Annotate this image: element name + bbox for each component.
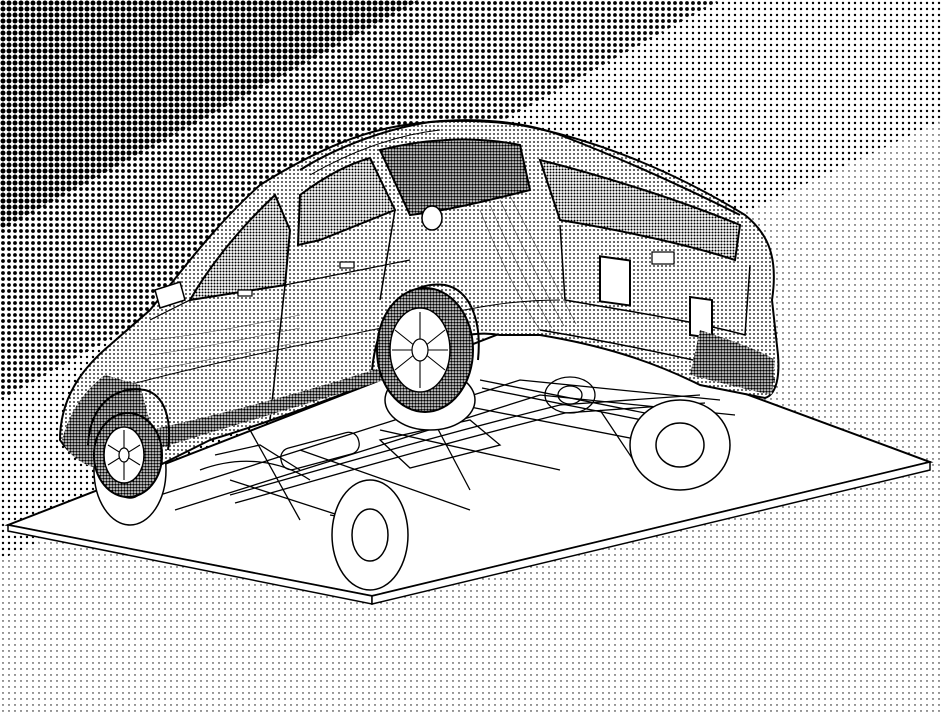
tail-light-left — [599, 255, 631, 307]
wheel-front-right-under — [331, 479, 409, 591]
door-handle-front — [237, 289, 253, 297]
body-wheels — [87, 283, 480, 498]
wheel-rear-right-under — [629, 399, 731, 491]
front-door-window — [188, 193, 292, 302]
body-contour-lines — [149, 195, 577, 371]
front-wheel-arch — [87, 388, 171, 451]
lift-platform — [4, 316, 934, 605]
license-plate — [651, 251, 675, 265]
fuel-door — [421, 205, 443, 231]
door-handle-rear — [339, 261, 355, 269]
side-mirror — [154, 281, 186, 309]
rear-window — [538, 158, 742, 262]
rear-door-window — [296, 156, 397, 247]
